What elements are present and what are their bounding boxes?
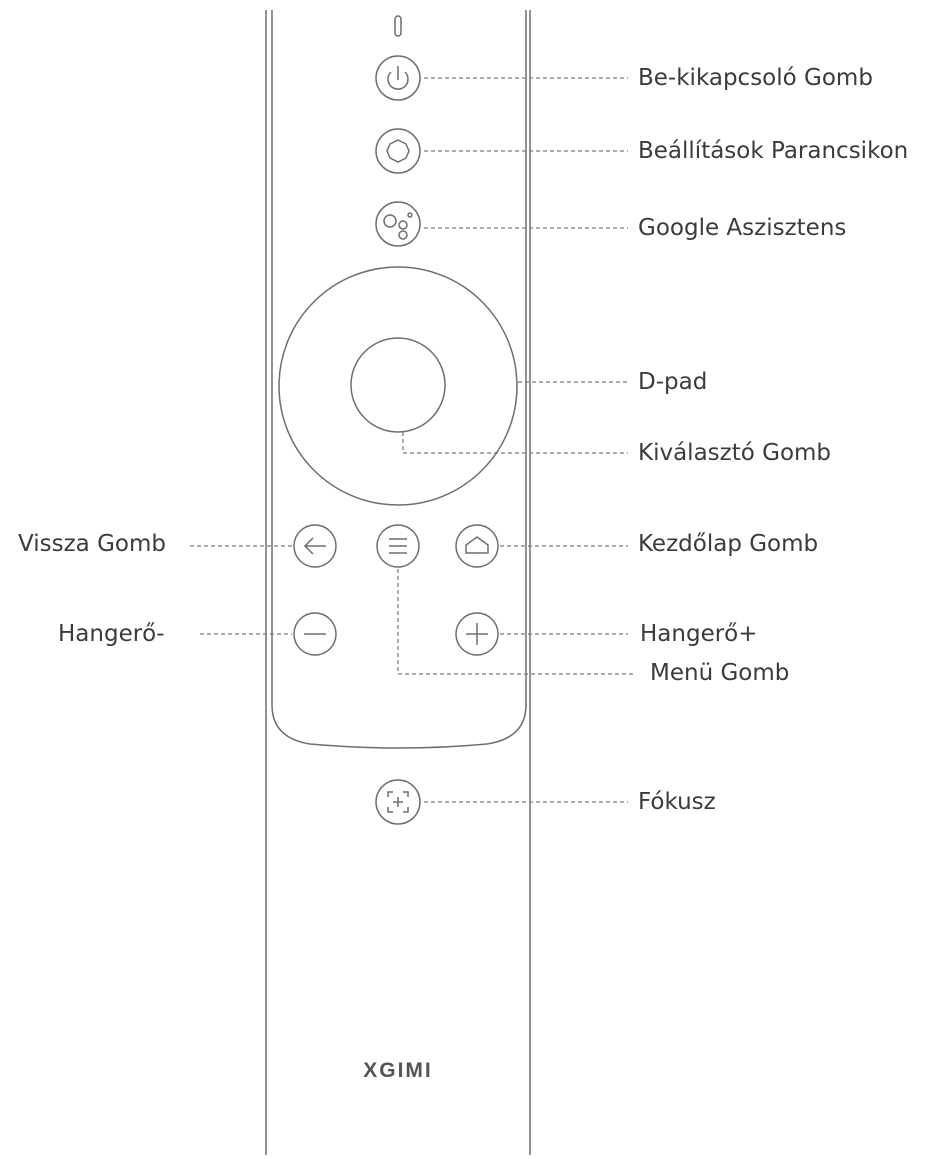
menu-icon [389, 538, 407, 554]
select-button[interactable] [350, 337, 446, 433]
leader-select [402, 432, 628, 454]
label-back: Vissza Gomb [18, 531, 166, 557]
focus-button[interactable] [375, 779, 421, 825]
focus-icon [387, 791, 409, 813]
settings-button[interactable] [375, 128, 421, 174]
button-panel [271, 10, 527, 749]
google-assistant-icon [383, 212, 413, 240]
assistant-button[interactable] [375, 201, 421, 247]
label-select: Kiválasztó Gomb [638, 440, 832, 466]
remote-body [265, 10, 531, 1155]
power-button[interactable] [375, 55, 421, 101]
label-settings: Beállítások Parancsikon [638, 138, 909, 164]
leader-lines [190, 77, 636, 803]
volume-up-button[interactable] [455, 612, 499, 656]
label-vol-up: Hangerő+ [640, 621, 758, 647]
label-home: Kezdőlap Gomb [638, 531, 819, 557]
label-assistant: Google Aszisztens [638, 215, 847, 241]
ir-led [394, 15, 402, 37]
brand-logo: XGIMI [363, 1059, 433, 1082]
volume-down-button[interactable] [293, 612, 337, 656]
label-focus: Fókusz [638, 789, 716, 815]
label-vol-down: Hangerő- [58, 621, 165, 647]
label-dpad: D-pad [638, 369, 708, 395]
arrow-left-icon [303, 537, 326, 555]
gear-icon [386, 139, 410, 163]
home-icon [465, 536, 489, 554]
dpad-ring[interactable] [278, 266, 518, 506]
home-button[interactable] [455, 524, 499, 568]
label-menu: Menü Gomb [650, 660, 790, 686]
label-power: Be-kikapcsoló Gomb [638, 65, 873, 91]
menu-button[interactable] [376, 524, 420, 568]
plus-icon [466, 623, 488, 645]
leader-menu [397, 569, 636, 675]
back-button[interactable] [293, 524, 337, 568]
power-icon [387, 66, 409, 90]
